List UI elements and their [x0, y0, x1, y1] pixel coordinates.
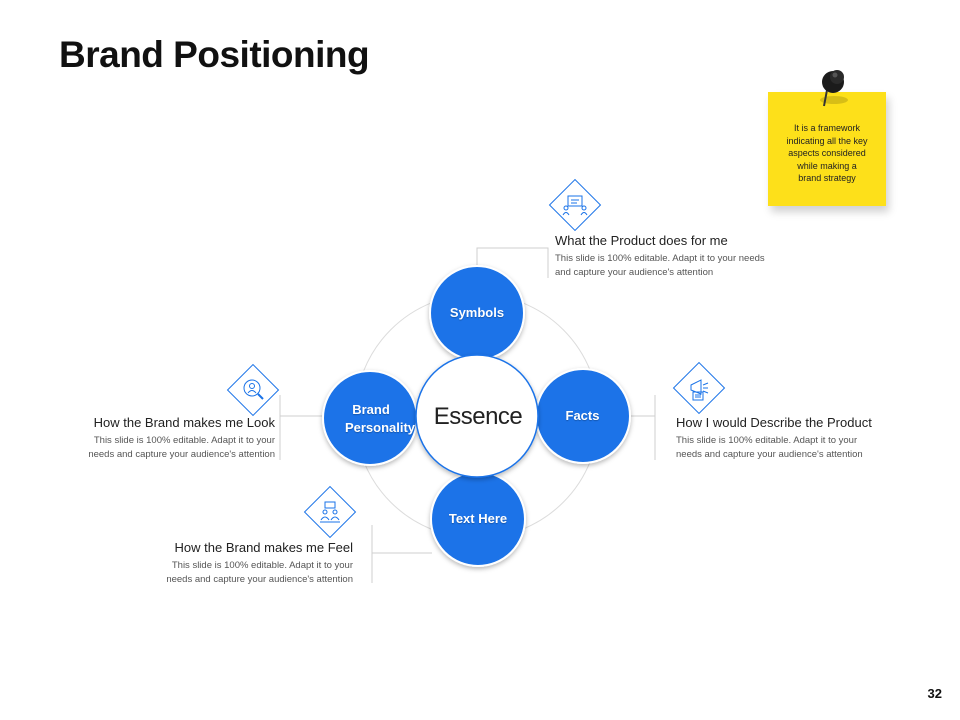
note-line1: It is a framework [793, 123, 860, 133]
node-text-here-label: Text Here [448, 511, 508, 527]
pushpin-icon [820, 70, 848, 107]
callout-desc: This slide is 100% editable. Adapt it to… [110, 559, 353, 587]
callout-desc-line2: needs and capture your audience's attent… [88, 448, 275, 460]
callout-desc-line2: needs and capture your audience's attent… [676, 448, 863, 460]
callout-desc-line1: This slide is 100% editable. Adapt it to… [555, 253, 765, 264]
note-line2: indicating all the key [786, 135, 868, 146]
callout-describe-product: How I would Describe the Product This sl… [676, 415, 872, 462]
megaphone-icon [672, 361, 726, 415]
callout-title: How the Brand makes me Feel [174, 540, 353, 555]
callout-title: How I would Describe the Product [676, 415, 872, 430]
sticky-note: It is a framework indicating all the key… [768, 92, 886, 206]
team-icon [303, 485, 357, 539]
presentation-icon [548, 178, 602, 232]
callout-desc-line2: needs and capture your audience's attent… [166, 573, 353, 585]
center-circle [415, 354, 539, 478]
callout-desc-line2: and capture your audience's attention [555, 266, 714, 278]
node-symbols-label: Symbols [449, 305, 505, 321]
callout-desc-line1: This slide is 100% editable. Adapt it to… [676, 435, 858, 446]
slide-title: Brand Positioning [59, 34, 370, 75]
callout-desc: This slide is 100% editable. Adapt it to… [555, 252, 765, 280]
callout-desc-line1: This slide is 100% editable. Adapt it to… [171, 560, 353, 571]
callout-title: How the Brand makes me Look [93, 415, 275, 430]
callout-desc: This slide is 100% editable. Adapt it to… [676, 434, 872, 462]
callout-title: What the Product does for me [555, 233, 728, 248]
node-brand-personality-line1: Brand [352, 402, 390, 418]
callout-desc: This slide is 100% editable. Adapt it to… [30, 434, 275, 462]
essence-label: Essence [433, 403, 523, 430]
connector-top [476, 247, 549, 278]
callout-product-does: What the Product does for me This slide … [555, 233, 765, 280]
note-line3: aspects considered [788, 148, 866, 159]
connector-lines [279, 247, 656, 583]
callout-brand-feel: How the Brand makes me Feel This slide i… [110, 540, 353, 587]
note-line5: brand strategy [798, 173, 856, 184]
callout-desc-line1: This slide is 100% editable. Adapt it to… [93, 435, 275, 446]
node-facts-label: Facts [565, 408, 600, 424]
callout-brand-look: How the Brand makes me Look This slide i… [30, 415, 275, 462]
note-line4: while making a [797, 160, 857, 171]
node-brand-personality-label: Brand Personality [326, 399, 416, 439]
node-brand-personality-line2: Personality [344, 420, 416, 435]
page-number: 32 [927, 686, 942, 701]
magnifier-person-icon [226, 363, 280, 417]
sticky-note-text: It is a framework indicating all the key… [774, 122, 880, 185]
